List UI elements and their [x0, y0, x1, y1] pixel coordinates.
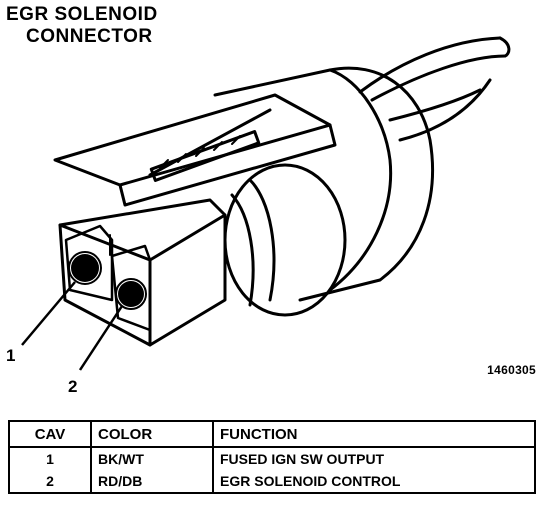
terminal-cavity-1 [71, 254, 99, 282]
title-line-1: EGR SOLENOID [6, 4, 158, 25]
cell-cav: 1 [8, 447, 92, 470]
terminal-cavity-2 [118, 281, 144, 307]
header-cav: CAV [8, 420, 92, 448]
cell-cav: 2 [8, 470, 92, 494]
cell-color: BK/WT [90, 447, 214, 470]
connector-illustration [21, 36, 511, 371]
table-row: 2 RD/DB EGR SOLENOID CONTROL [8, 470, 536, 494]
connector-shell [213, 66, 435, 317]
figure-id: 1460305 [487, 363, 536, 377]
connector-front-housing [58, 198, 227, 347]
callout-label-1: 1 [6, 346, 16, 365]
header-function: FUNCTION [212, 420, 536, 448]
title-line-2: CONNECTOR [26, 26, 153, 47]
callout-label-2: 2 [68, 377, 78, 396]
terminal-pins [68, 251, 147, 310]
header-color: COLOR [90, 420, 214, 448]
locking-tab [53, 93, 337, 207]
pinout-table: CAV COLOR FUNCTION 1 BK/WT FUSED IGN SW … [8, 420, 536, 494]
table-header-row: CAV COLOR FUNCTION [8, 420, 536, 448]
callout-leader-1 [21, 281, 76, 346]
callout-leader-2 [78, 305, 124, 371]
cell-function: FUSED IGN SW OUTPUT [212, 447, 536, 470]
diagram-title: EGR SOLENOID CONNECTOR [6, 4, 158, 48]
table-row: 1 BK/WT FUSED IGN SW OUTPUT [8, 447, 536, 470]
wire-harness [358, 36, 511, 142]
cell-color: RD/DB [90, 470, 214, 494]
cell-function: EGR SOLENOID CONTROL [212, 470, 536, 494]
